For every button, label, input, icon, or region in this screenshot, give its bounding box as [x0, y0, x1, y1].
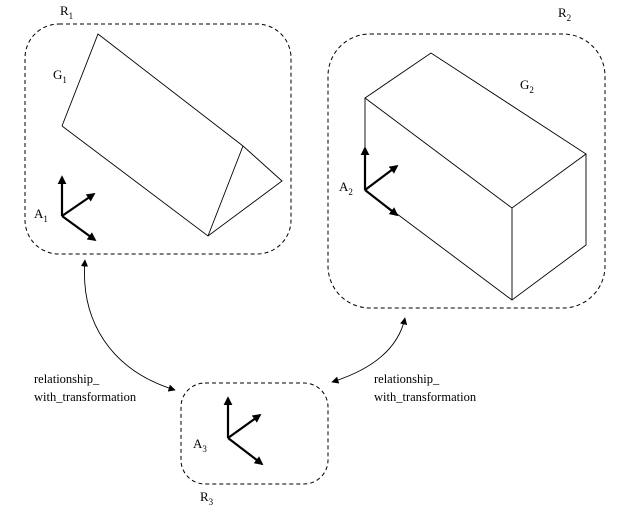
axis-a3-label: A3: [193, 436, 207, 454]
relationship-r3-r2: relationship_ with_transformation: [331, 317, 477, 404]
region-r3-boundary: [180, 382, 329, 485]
relationship-r3-r2-label-line1: relationship_: [374, 372, 440, 386]
relationship-r3-r2-label-line2: with_transformation: [374, 390, 477, 404]
geometry-g1-label: G1: [53, 67, 67, 85]
relationship-r1-r3: relationship_ with_transformation: [34, 259, 176, 404]
region-r2-boundary: [327, 33, 606, 309]
geometry-g1-prism: [61, 33, 283, 237]
axis-a3-icon: [223, 396, 264, 466]
region-r1-boundary: [24, 23, 292, 255]
region-r3: R3 A3: [180, 382, 329, 507]
relationship-r3-r2-arrow: [331, 317, 408, 384]
axis-a2-label: A2: [339, 179, 353, 197]
region-r3-label: R3: [200, 489, 214, 507]
geometry-g2-label: G2: [520, 77, 534, 95]
axis-a1-label: A1: [34, 206, 48, 224]
region-r2-label: R2: [558, 5, 571, 23]
geometry-g2-box: [364, 52, 587, 301]
relationship-r1-r3-label-line2: with_transformation: [34, 390, 137, 404]
axis-a1-icon: [57, 175, 97, 242]
region-r1: R1 G1 A1: [24, 3, 292, 255]
relationship-r1-r3-arrow: [80, 259, 176, 392]
region-r1-label: R1: [60, 3, 73, 21]
relationship-r1-r3-label-line1: relationship_: [34, 372, 100, 386]
axis-a2-icon: [360, 146, 399, 217]
region-r2: R2 G2 A2: [327, 5, 606, 309]
